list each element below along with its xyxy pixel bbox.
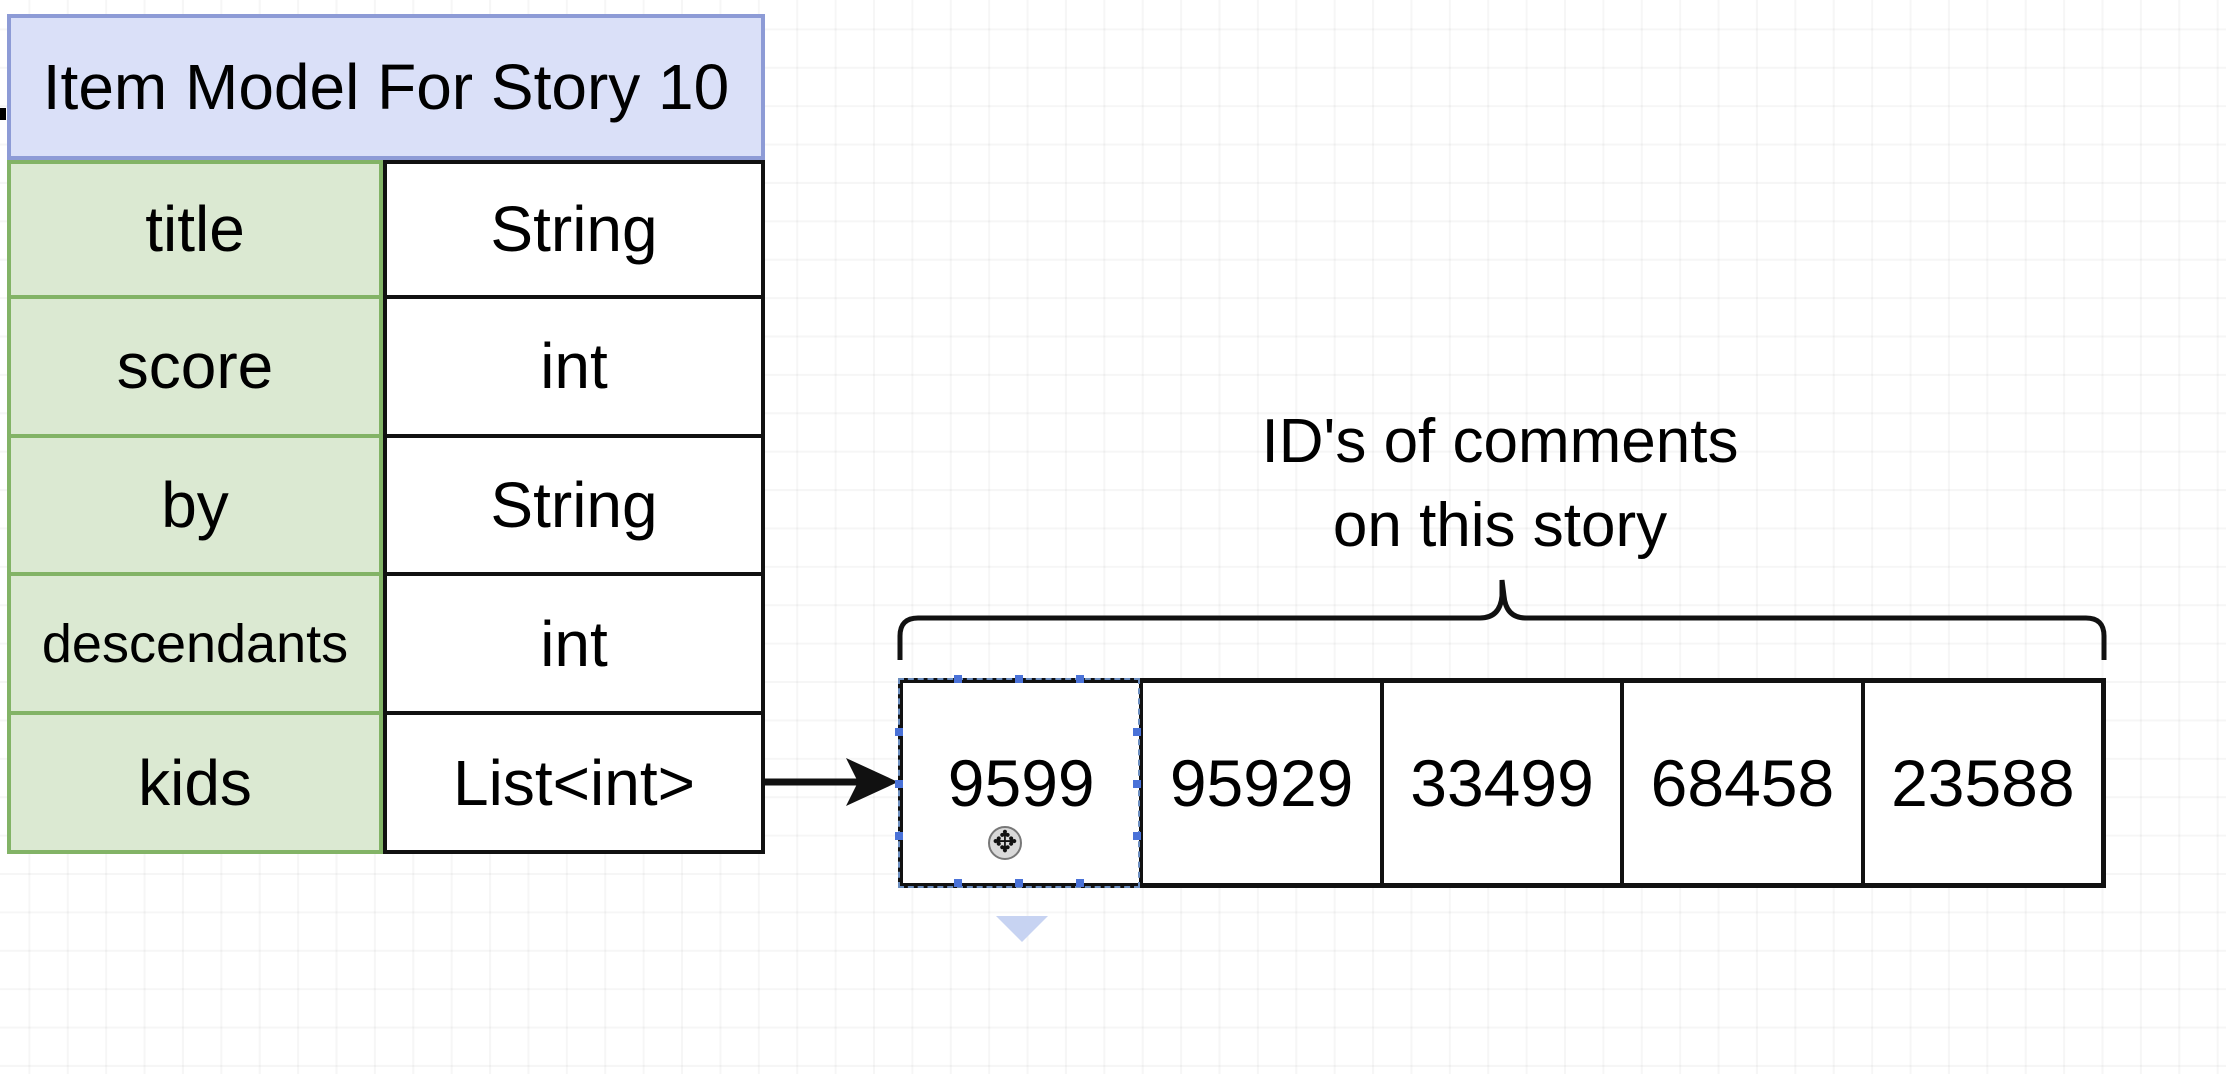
brace-label: ID's of comments on this story xyxy=(1100,400,1900,568)
model-fields-table: title String score int by String descend… xyxy=(7,160,765,854)
field-type-cell[interactable]: List<int> xyxy=(383,715,765,854)
field-type-cell[interactable]: String xyxy=(383,160,765,299)
model-title: Item Model For Story 10 xyxy=(42,51,730,123)
field-type-cell[interactable]: String xyxy=(383,437,765,577)
array-cell[interactable]: 68458 xyxy=(1620,683,1860,883)
model-title-header[interactable]: Item Model For Story 10 xyxy=(7,14,765,160)
field-type-cell[interactable]: int xyxy=(383,298,765,438)
array-cell[interactable]: 95929 xyxy=(1139,683,1379,883)
field-row-title[interactable]: title String xyxy=(7,160,765,299)
field-name-cell[interactable]: kids xyxy=(7,715,383,854)
field-row-by[interactable]: by String xyxy=(7,437,765,577)
field-name-cell[interactable]: by xyxy=(7,437,383,577)
brace-label-line1: ID's of comments xyxy=(1261,407,1739,476)
field-row-descendants[interactable]: descendants int xyxy=(7,576,765,716)
field-row-kids[interactable]: kids List<int> xyxy=(7,715,765,854)
array-cell[interactable]: 33499 xyxy=(1379,683,1620,883)
move-cursor-icon: ✥ xyxy=(988,826,1022,860)
comment-ids-array[interactable]: 9599 95929 33499 68458 23588 xyxy=(898,678,2106,888)
curly-brace xyxy=(897,579,2107,660)
drop-target-arrow-icon[interactable] xyxy=(996,916,1048,942)
arrowhead-icon xyxy=(846,758,898,806)
field-name-cell[interactable]: title xyxy=(7,160,383,299)
array-cell[interactable]: 9599 xyxy=(947,746,1095,820)
field-name-cell[interactable]: descendants xyxy=(7,576,383,716)
field-row-score[interactable]: score int xyxy=(7,298,765,438)
brace-label-line2: on this story xyxy=(1332,491,1668,560)
field-name-cell[interactable]: score xyxy=(7,298,383,438)
array-cell[interactable]: 23588 xyxy=(1860,683,2101,883)
field-type-cell[interactable]: int xyxy=(383,576,765,716)
connector-stub xyxy=(0,108,6,120)
